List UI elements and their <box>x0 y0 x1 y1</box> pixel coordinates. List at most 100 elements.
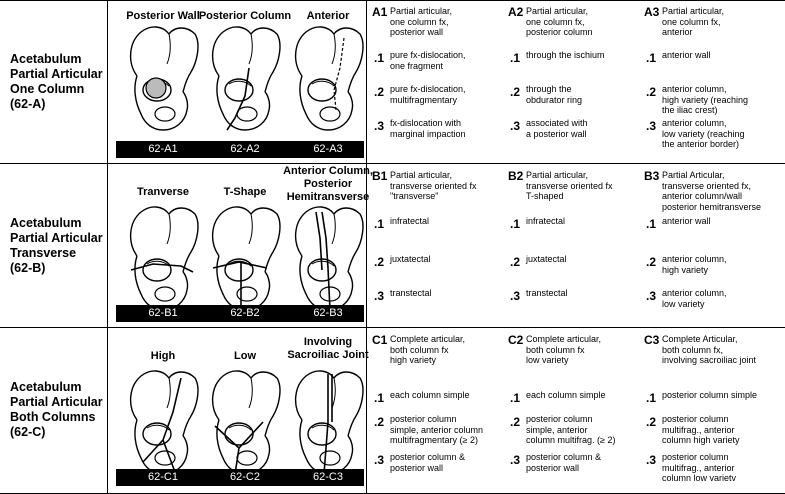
subgroup-number: .1 <box>374 391 385 405</box>
subgroup-number: .3 <box>646 289 657 303</box>
fracture-line <box>315 211 331 311</box>
row-label-line: (62-B) <box>10 261 46 275</box>
obturator-foramen <box>154 106 176 122</box>
image-title: Tranverse <box>109 186 217 199</box>
subgroup-number: .1 <box>510 51 521 65</box>
subgroup-text-line: the iliac crest) <box>662 105 718 115</box>
top-border <box>0 0 785 1</box>
group-description-line: both column fx <box>390 344 449 355</box>
acetabulum-rim <box>228 80 252 87</box>
iliac-wing-outline <box>212 206 281 273</box>
subgroup-text: posterior column &posterior wall <box>526 452 644 473</box>
acetabulum-outline <box>307 78 337 102</box>
subgroup-number: .3 <box>646 119 657 133</box>
subgroup-text-line: posterior column simple <box>662 390 758 400</box>
ischium-outline <box>216 75 271 131</box>
pelvis-figure <box>205 18 285 141</box>
subgroup-text-line: column high variety <box>662 435 740 445</box>
subgroup-text-line: the anterior border) <box>662 139 740 149</box>
group-description-line: transverse oriented fx <box>526 180 613 191</box>
iliac-wing-outline <box>212 370 281 437</box>
pelvis-diagram <box>130 370 199 475</box>
subgroup-text-line: posterior wall <box>526 462 580 473</box>
group-description: Partial articular,transverse oriented fx… <box>390 170 505 202</box>
group-description-line: Partial articular, <box>526 170 589 180</box>
subgroup-number: .1 <box>374 217 385 231</box>
iliac-wing-outline <box>295 206 364 273</box>
subgroup-text: posterior column &posterior wall <box>390 452 508 473</box>
group-description-line: one column fx, <box>390 16 449 27</box>
pelvis-figure <box>205 362 285 485</box>
pelvis-diagram <box>212 26 281 131</box>
acetabulum-outline <box>142 422 172 446</box>
subgroup-number: .2 <box>374 85 385 99</box>
subgroup-number: .1 <box>374 51 385 65</box>
row-label-line: Acetabulum <box>10 52 82 66</box>
subgroup-text: anterior wall <box>662 50 780 61</box>
group-description: Partial Articular,transverse oriented fx… <box>662 170 777 212</box>
group-description-line: anterior <box>662 27 693 37</box>
subgroup-number: .2 <box>646 415 657 429</box>
image-title-line: Anterior <box>306 10 350 22</box>
group-description: Complete Articular,both column fx,involv… <box>662 334 777 366</box>
subgroup-number: .3 <box>374 289 385 303</box>
fracture-code: 62-B2 <box>230 307 260 319</box>
subgroup-text-line: transtectal <box>390 288 432 298</box>
subgroup-text-line: column low varietv <box>662 473 737 483</box>
iliac-wing-contour <box>331 213 336 245</box>
subgroup-text-line: juxtatectal <box>390 254 431 264</box>
subgroup-number: .2 <box>646 255 657 269</box>
subgroup-number: .1 <box>646 51 657 65</box>
group-code: A3 <box>644 5 660 19</box>
subgroup-text-line: multifragmentary (≥ 2) <box>390 435 478 445</box>
image-title-line: Posterior Wall <box>126 10 200 22</box>
subgroup-text: juxtatectal <box>390 254 508 265</box>
subgroup-text-line: a posterior wall <box>526 128 587 139</box>
obturator-foramen <box>236 106 258 122</box>
group-code: C2 <box>508 333 524 347</box>
iliac-wing-contour <box>331 377 336 409</box>
image-title-line: High <box>150 350 176 362</box>
subgroup-text-line: simple, anterior <box>526 424 588 435</box>
ischium-outline <box>134 75 189 131</box>
group-description: Partial articular,one column fx,anterior <box>662 6 777 38</box>
subgroup-text: through the ischium <box>526 50 644 61</box>
group-code: B2 <box>508 169 524 183</box>
group-description-line: Partial articular, <box>526 6 589 16</box>
image-title: Posterior Column <box>191 10 299 23</box>
fracture-line <box>226 67 250 131</box>
group-description: Partial articular,one column fx,posterio… <box>526 6 641 38</box>
subgroup-text: each column simple <box>526 390 644 401</box>
subgroup-text: anterior column,low variety <box>662 288 780 309</box>
group-description-line: posterior wall <box>390 27 444 37</box>
row-label-line: Acetabulum <box>10 380 82 394</box>
subgroup-number: .3 <box>374 453 385 467</box>
fracture-line <box>142 377 182 473</box>
fracture-code: 62-A2 <box>230 143 260 155</box>
group-description-line: one column fx, <box>662 16 721 27</box>
subgroup-text-line: simple, anterior column <box>390 424 484 435</box>
subgroup-text-line: posterior column <box>390 414 457 424</box>
group-description-line: Complete articular, <box>390 334 466 344</box>
row-divider-1 <box>0 163 785 164</box>
subgroup-text-line: anterior wall <box>662 216 711 226</box>
iliac-wing-outline <box>212 26 281 93</box>
iliac-wing-outline <box>295 370 364 437</box>
subgroup-number: .3 <box>646 453 657 467</box>
pelvis-figure <box>288 18 368 141</box>
acetabulum-rim <box>311 260 335 267</box>
iliac-wing-outline <box>130 26 199 93</box>
group-code: B3 <box>644 169 660 183</box>
fracture-line <box>333 37 345 111</box>
